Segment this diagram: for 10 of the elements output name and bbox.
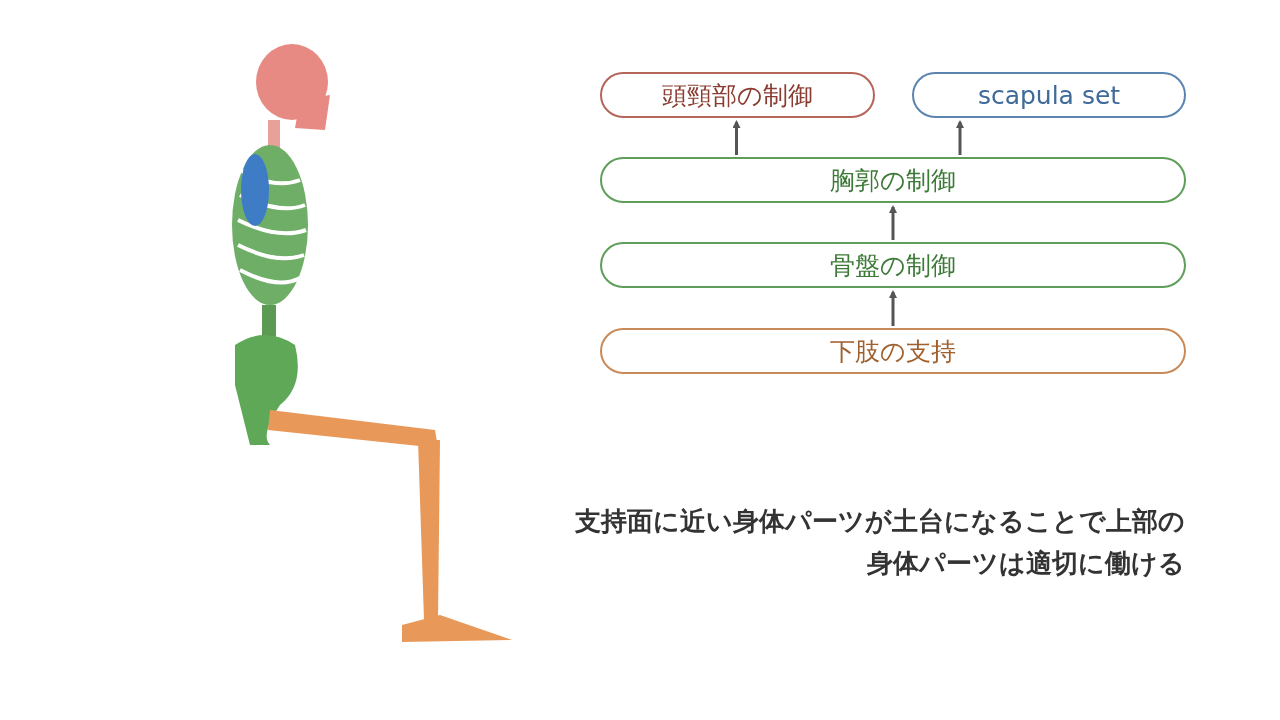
process-box: 骨盤の制御 <box>600 242 1186 288</box>
arrow <box>732 120 741 155</box>
process-box: scapula set <box>912 72 1186 118</box>
process-box: 頭頸部の制御 <box>600 72 875 118</box>
process-box: 下肢の支持 <box>600 328 1186 374</box>
arrow <box>889 290 897 326</box>
process-box: 胸郭の制御 <box>600 157 1186 203</box>
arrow <box>956 120 964 155</box>
note-text: 支持面に近い身体パーツが土台になることで上部の身体パーツは適切に働ける <box>574 505 1185 580</box>
arrow <box>889 205 897 240</box>
